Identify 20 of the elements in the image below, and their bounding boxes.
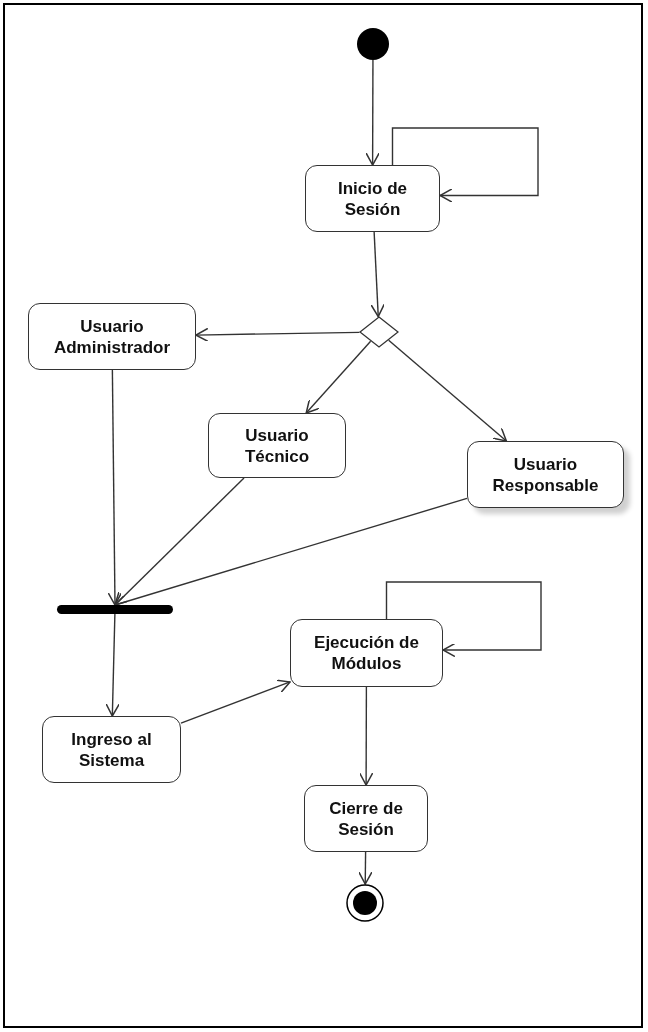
arrow — [114, 477, 245, 606]
arrow — [107, 369, 123, 606]
arrow — [358, 851, 373, 885]
activity-box: Ingreso al Sistema — [42, 716, 181, 783]
arrow — [195, 327, 361, 343]
arrow — [358, 686, 374, 786]
arrow — [385, 581, 542, 658]
arrow — [305, 340, 372, 414]
arrow — [365, 59, 380, 166]
activity-box: Inicio de Sesión — [305, 165, 440, 232]
activity-box: Cierre de Sesión — [304, 785, 428, 852]
activity-box: Ejecución de Módulos — [290, 619, 443, 687]
arrow — [180, 679, 291, 724]
arrow — [387, 339, 508, 442]
activity-box: Usuario Responsable — [467, 441, 624, 508]
arrow — [370, 231, 385, 318]
arrow — [105, 613, 120, 717]
activity-box: Usuario Administrador — [28, 303, 196, 370]
activity-box: Usuario Técnico — [208, 413, 346, 478]
arrow — [391, 127, 539, 203]
